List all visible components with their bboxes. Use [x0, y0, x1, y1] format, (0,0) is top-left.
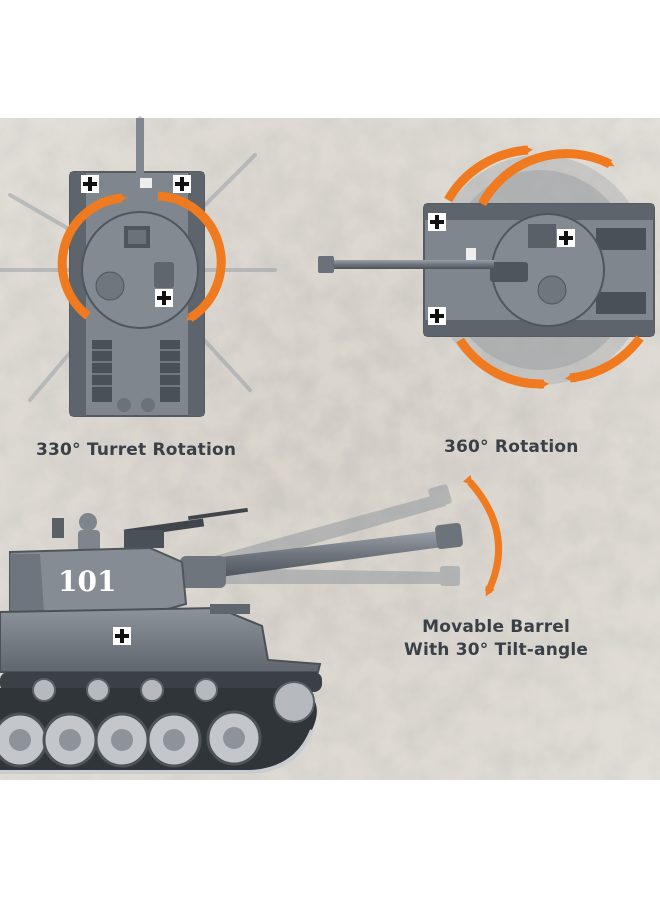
rotation-arrow-icon — [565, 335, 644, 383]
rotation-arrow-icon — [444, 145, 533, 203]
barrel-caption-line1: Movable Barrel — [422, 617, 571, 637]
turret-rotation-caption: 330° Turret Rotation — [36, 440, 237, 460]
rotating-tank-view — [318, 145, 655, 390]
full-rotation-caption: 360° Rotation — [444, 437, 579, 457]
barrel-tilt-caption: Movable Barrel With 30° Tilt-angle — [404, 616, 588, 662]
tilt-arrow-icon — [462, 474, 502, 597]
rotation-arrow-icon — [157, 191, 226, 322]
rotation-arrow-icon — [57, 193, 127, 320]
barrel-caption-line2: With 30° Tilt-angle — [404, 640, 589, 660]
rotation-arrow-icon — [478, 149, 615, 207]
side-view-tank: 101 — [0, 474, 502, 774]
hull-number: 101 — [58, 565, 116, 598]
rotation-arrow-icon — [456, 337, 549, 390]
top-view-tank-turret — [0, 116, 277, 417]
